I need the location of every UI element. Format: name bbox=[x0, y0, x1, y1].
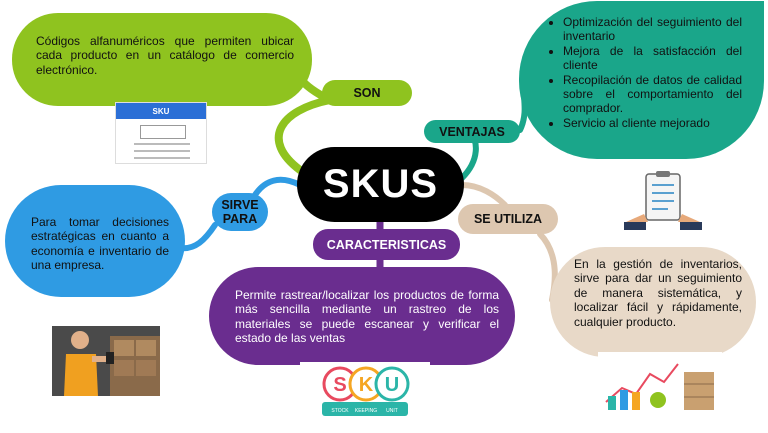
sku-logo-word-keeping: KEEPING bbox=[355, 408, 377, 414]
se-utiliza-label: SE UTILIZA bbox=[458, 204, 558, 234]
ventajas-bubble: Optimización del seguimiento del inventa… bbox=[519, 1, 764, 159]
ventajas-list: Optimización del seguimiento del inventa… bbox=[549, 15, 742, 130]
sku-card-header: SKU bbox=[116, 103, 206, 119]
sirve-para-bubble: Para tomar decisiones estratégicas en cu… bbox=[5, 185, 185, 297]
sku-logo-letter-k: K bbox=[359, 374, 374, 396]
se-utiliza-bubble: En la gestión de inventarios, sirve para… bbox=[550, 247, 756, 357]
ventajas-item: Optimización del seguimiento del inventa… bbox=[563, 15, 742, 44]
ventajas-item: Servicio al cliente mejorado bbox=[563, 116, 742, 130]
son-text: Códigos alfanuméricos que permiten ubica… bbox=[36, 34, 294, 77]
ventajas-item: Recopilación de datos de calidad sobre e… bbox=[563, 73, 742, 116]
sku-logo-letter-u: U bbox=[385, 374, 399, 396]
sku-card-box bbox=[140, 125, 186, 139]
caracteristicas-text: Permite rastrear/localizar los productos… bbox=[235, 288, 499, 346]
sku-card-line bbox=[134, 143, 190, 145]
sku-logo-word-unit: UNIT bbox=[386, 408, 398, 414]
central-title: SKUS bbox=[297, 147, 464, 222]
clipboard-checklist-image bbox=[624, 170, 702, 230]
son-label: SON bbox=[322, 80, 412, 106]
warehouse-worker-image bbox=[52, 326, 160, 396]
sku-logo-word-stock: STOCK bbox=[331, 408, 349, 414]
caracteristicas-bubble: Permite rastrear/localizar los productos… bbox=[209, 267, 515, 365]
se-utiliza-text: En la gestión de inventarios, sirve para… bbox=[574, 257, 742, 329]
sku-card-image: SKU bbox=[115, 102, 207, 164]
sku-card-line bbox=[134, 150, 190, 152]
sku-logo-letter-s: S bbox=[333, 374, 346, 396]
sirve-para-text: Para tomar decisiones estratégicas en cu… bbox=[31, 215, 169, 273]
caracteristicas-label: CARACTERISTICAS bbox=[313, 229, 460, 260]
inventory-chart-image bbox=[598, 352, 722, 414]
ventajas-label: VENTAJAS bbox=[424, 120, 520, 143]
son-bubble: Códigos alfanuméricos que permiten ubica… bbox=[12, 13, 312, 106]
sirve-para-label: SIRVE PARA bbox=[212, 193, 268, 231]
sku-logo-image: S K U STOCK KEEPING UNIT bbox=[300, 362, 430, 424]
ventajas-item: Mejora de la satisfacción del cliente bbox=[563, 44, 742, 73]
sku-card-line bbox=[134, 157, 190, 159]
